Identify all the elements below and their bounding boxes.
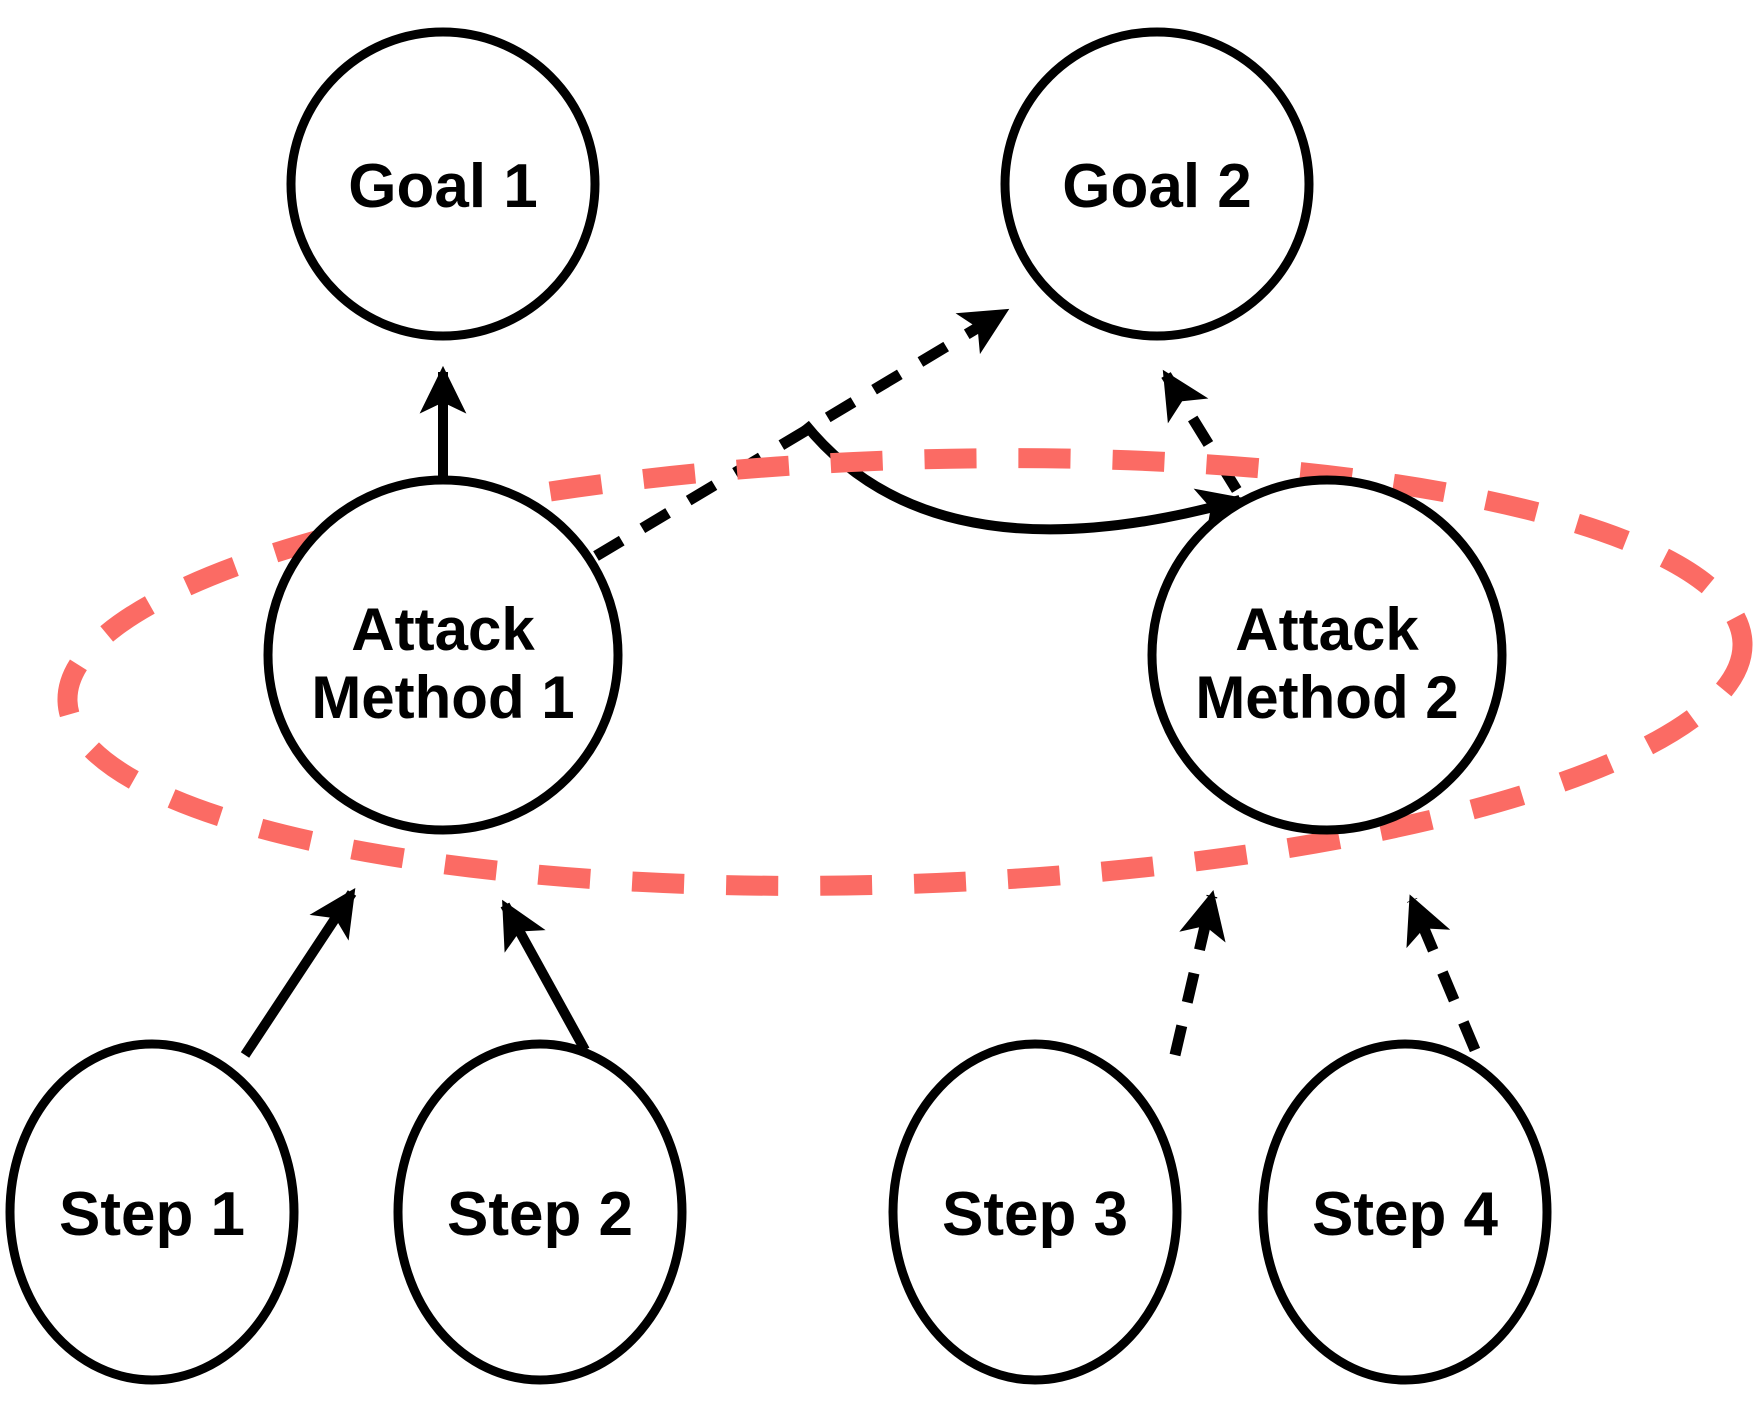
attack-method-1-circle[interactable] bbox=[263, 475, 623, 835]
edge-attack-method-1-to-goal-2 bbox=[593, 307, 1010, 561]
attack-method-2-circle[interactable] bbox=[1147, 475, 1507, 835]
step-4-circle[interactable] bbox=[1258, 1039, 1552, 1385]
node-step-4[interactable]: Step 4 bbox=[1258, 1039, 1552, 1385]
step-1-circle[interactable] bbox=[5, 1039, 299, 1385]
goal-2-circle[interactable] bbox=[1000, 27, 1314, 341]
edge-step4-to-attack-method-2 bbox=[1406, 894, 1481, 1053]
node-goal-2[interactable]: Goal 2 bbox=[1000, 27, 1314, 341]
step-2-circle[interactable] bbox=[393, 1039, 687, 1385]
edge-step2-to-attack-method-1 bbox=[500, 899, 590, 1053]
node-step-3[interactable]: Step 3 bbox=[888, 1039, 1182, 1385]
attack-method-2-label-line1: Attack bbox=[1235, 596, 1419, 663]
step-3-circle[interactable] bbox=[888, 1039, 1182, 1385]
node-step-2[interactable]: Step 2 bbox=[393, 1039, 687, 1385]
node-attack-method-2[interactable]: Attack Method 2 bbox=[1147, 475, 1507, 835]
node-step-1[interactable]: Step 1 bbox=[5, 1039, 299, 1385]
edge-step1-to-attack-method-1 bbox=[240, 887, 357, 1058]
node-attack-method-1[interactable]: Attack Method 1 bbox=[263, 475, 623, 835]
attack-method-1-label-line1: Attack bbox=[351, 596, 535, 663]
goal-2-label: Goal 2 bbox=[1062, 152, 1252, 221]
goal-1-circle[interactable] bbox=[286, 27, 600, 341]
node-goal-1[interactable]: Goal 1 bbox=[286, 27, 600, 341]
attack-method-layer-highlight bbox=[57, 448, 1753, 896]
goal-1-label: Goal 1 bbox=[348, 152, 538, 221]
attack-method-1-label-line2: Method 1 bbox=[311, 664, 574, 731]
step-1-label: Step 1 bbox=[59, 1180, 245, 1249]
step-3-label: Step 3 bbox=[942, 1180, 1128, 1249]
edge-step3-to-attack-method-2 bbox=[1169, 890, 1226, 1057]
step-4-label: Step 4 bbox=[1312, 1180, 1499, 1249]
edge-attack-method-1-to-attack-method-2 bbox=[801, 420, 1246, 535]
attack-method-2-label-line2: Method 2 bbox=[1195, 664, 1458, 731]
step-2-label: Step 2 bbox=[447, 1180, 633, 1249]
